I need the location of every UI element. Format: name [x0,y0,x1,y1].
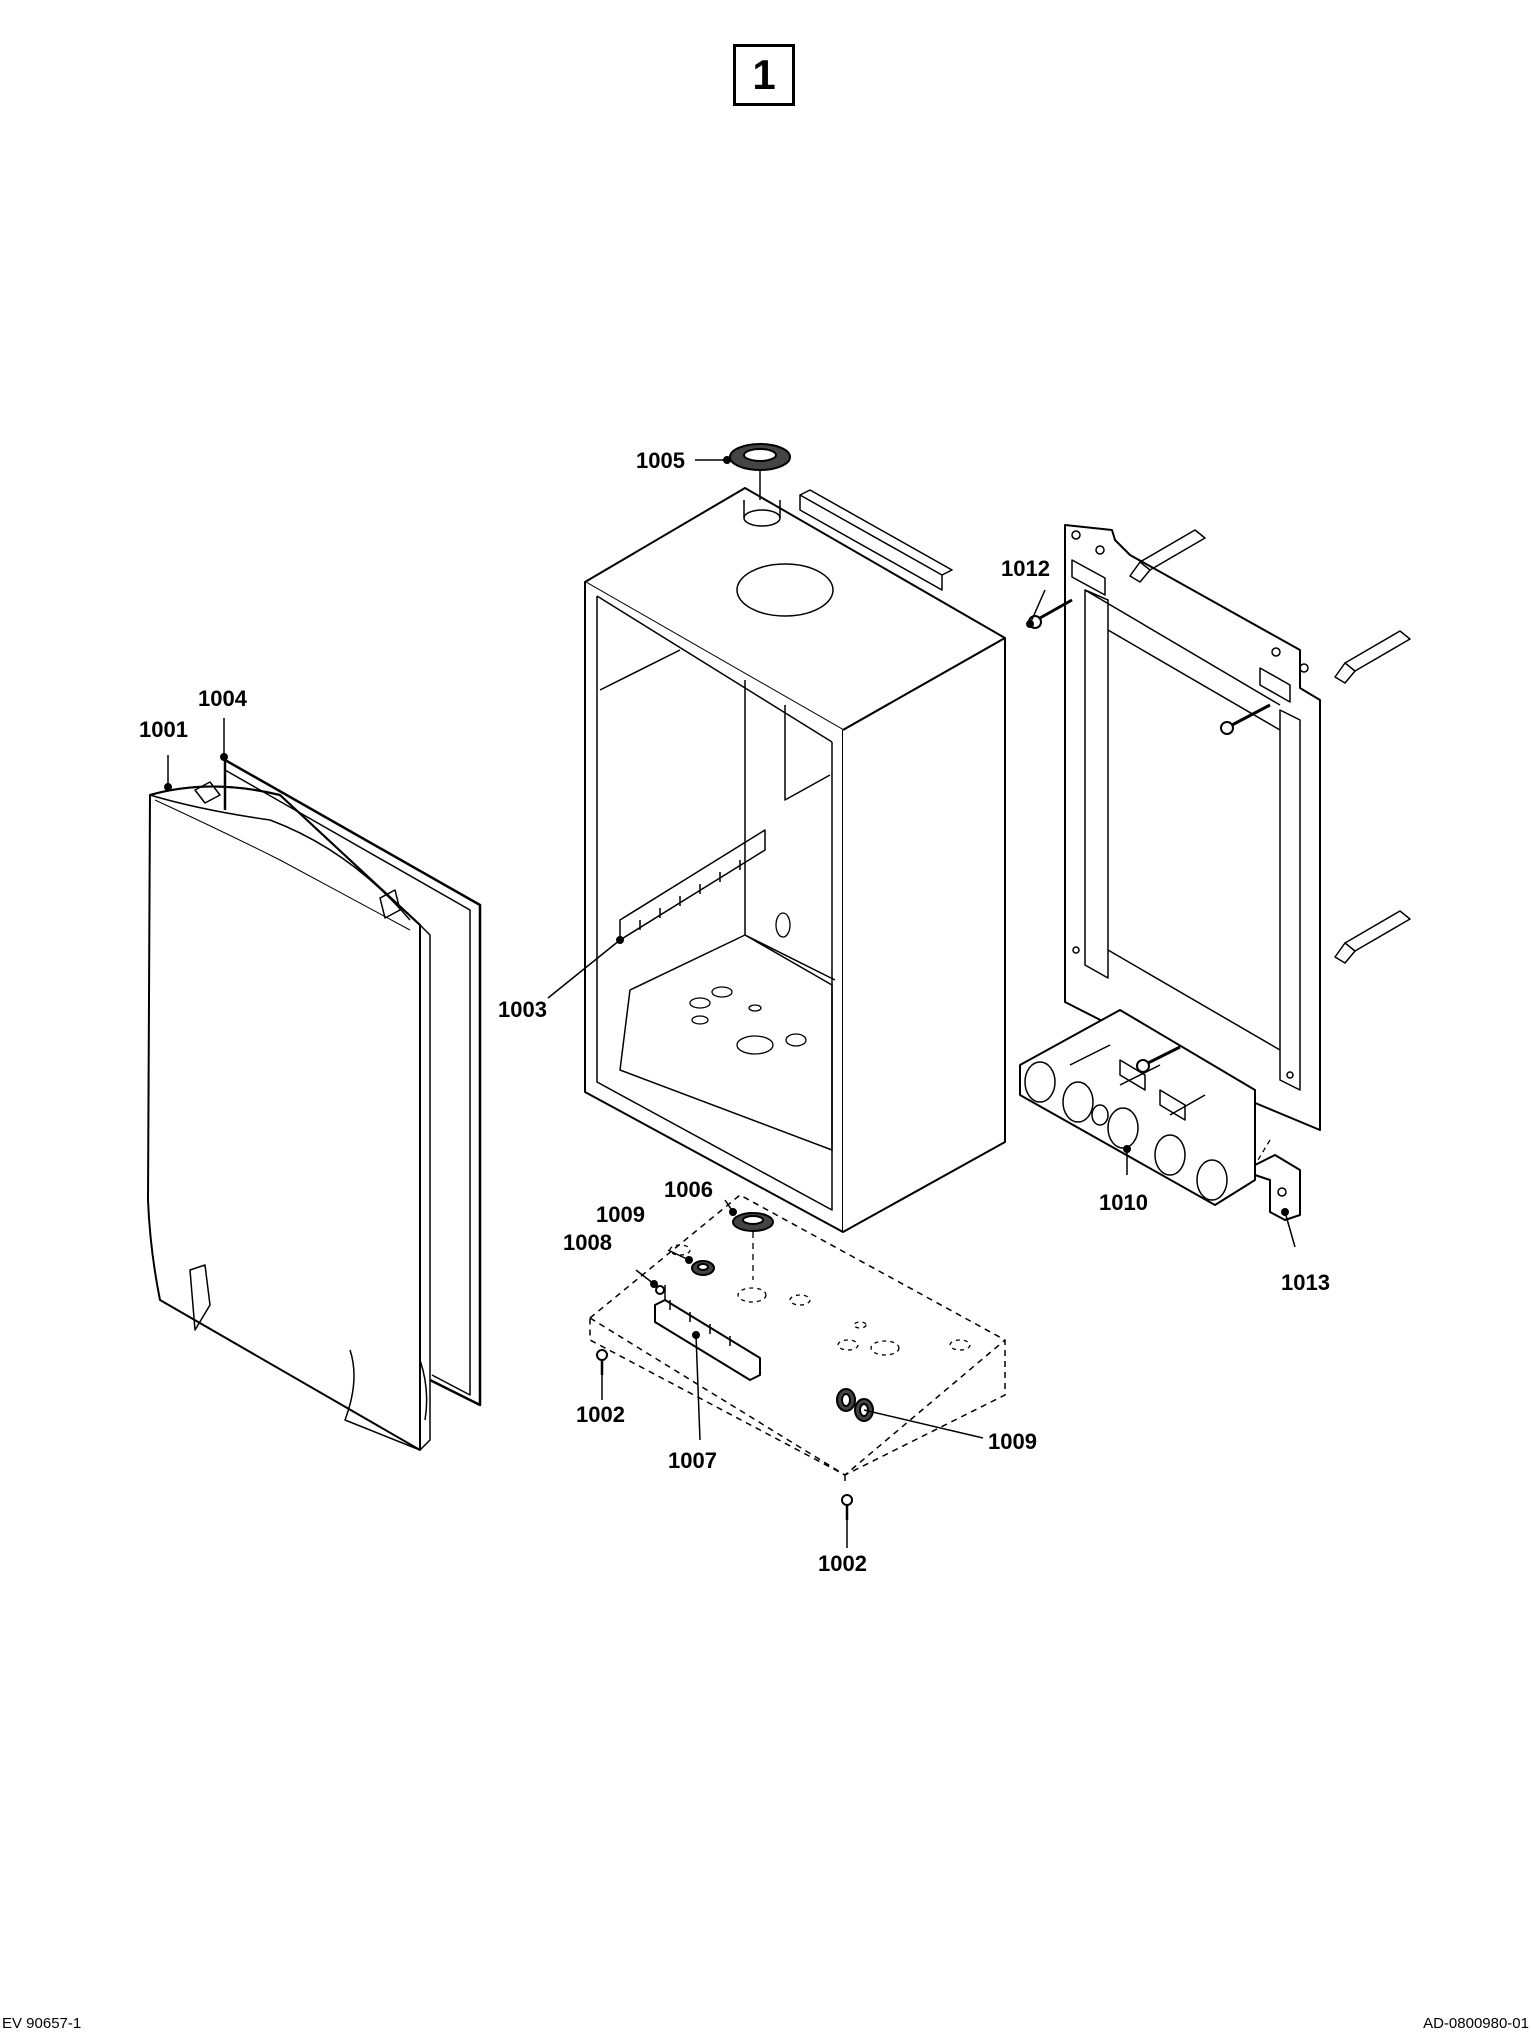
callout-1002-bottom: 1002 [818,1551,867,1576]
grommet-small-top [685,1256,715,1276]
grommet-small-right [836,1388,874,1422]
callout-1001: 1001 [139,717,188,742]
footer-right-code: AD-0800980-01 [1423,2015,1529,2032]
wall-screws [1026,598,1271,1073]
callout-1002-left: 1002 [576,1402,625,1427]
bottom-plate-holes [669,1244,971,1356]
callout-1007: 1007 [668,1448,717,1473]
gasket [220,753,482,1407]
callout-1013: 1013 [1281,1270,1330,1295]
wall-plugs [1129,529,1411,964]
callout-1004: 1004 [198,686,247,711]
callout-1012: 1012 [1001,556,1050,581]
footer-left-code: EV 90657-1 [2,2015,82,2032]
callout-1009-right: 1009 [988,1429,1037,1454]
sheet-number-box: 1 [733,44,795,106]
front-panel [147,781,431,1451]
sheet-number: 1 [752,51,776,98]
flue-seal [723,443,791,500]
callout-1009-top: 1009 [596,1202,645,1227]
leader-lines [167,459,1296,1548]
screw-bottom [841,1494,853,1520]
casing-frame [584,487,1006,1233]
screw-left [596,1349,608,1375]
terminal-bar [654,1285,761,1381]
grommet-large [729,1208,774,1280]
bracket-small [1254,1139,1301,1221]
callout-1010: 1010 [1099,1190,1148,1215]
callout-1008: 1008 [563,1230,612,1255]
callout-1006: 1006 [664,1177,713,1202]
bottom-plate-outline [589,1194,1006,1485]
callout-1005: 1005 [636,448,685,473]
callout-1003: 1003 [498,997,547,1022]
